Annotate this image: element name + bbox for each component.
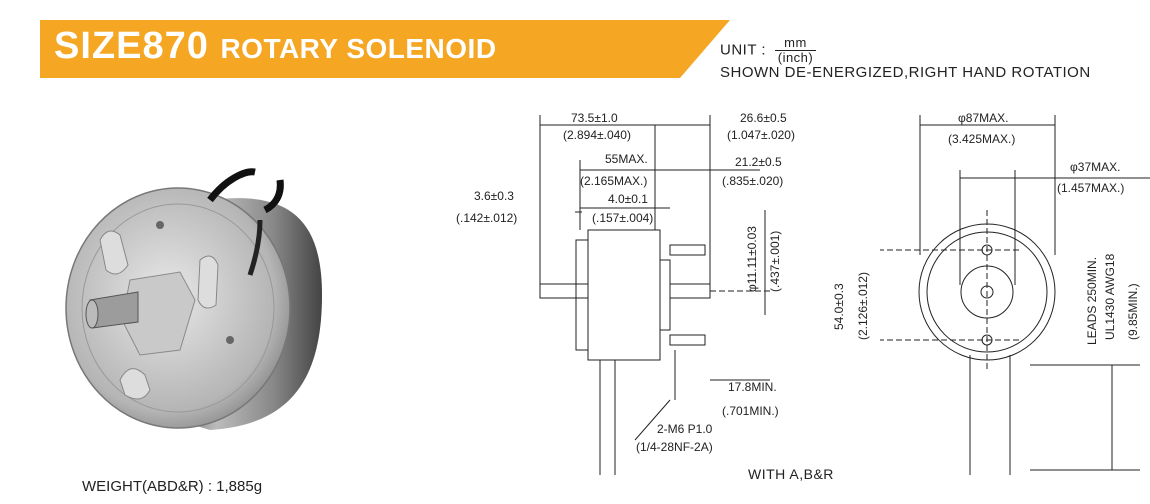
dim-overall-length: 73.5±1.0 bbox=[571, 111, 618, 125]
dim-rear: 26.6±0.5 bbox=[740, 111, 787, 125]
title-banner bbox=[40, 20, 730, 78]
dim-flange: 3.6±0.3 bbox=[474, 189, 514, 203]
model-name: SIZE870 bbox=[54, 25, 209, 67]
dim-shaft-diameter: φ11.11±0.03 bbox=[745, 226, 759, 292]
solenoid-photo bbox=[60, 160, 360, 440]
page-title: SIZE870 ROTARY SOLENOID bbox=[54, 25, 497, 68]
dim-overall-length-inch: (2.894±.040) bbox=[563, 128, 631, 142]
dim-shaft-rear: 21.2±0.5 bbox=[735, 155, 782, 169]
dim-flange-inch: (.142±.012) bbox=[456, 211, 518, 225]
unit-note: UNIT : mm (inch) bbox=[720, 36, 817, 65]
dim-body-width-inch: (2.165MAX.) bbox=[580, 174, 648, 188]
unit-mm: mm bbox=[774, 36, 817, 51]
unit-fraction: mm (inch) bbox=[774, 36, 817, 65]
leads-length-inch: (9.85MIN.) bbox=[1126, 283, 1140, 340]
dim-boss-diameter-inch: (1.457MAX.) bbox=[1057, 181, 1125, 195]
drawing-caption: WITH A,B&R bbox=[748, 466, 834, 482]
thread-spec-inch: (1/4-28NF-2A) bbox=[636, 440, 713, 454]
unit-label: UNIT : bbox=[720, 41, 767, 59]
dim-stud-length-inch: (.701MIN.) bbox=[722, 404, 779, 418]
unit-inch: (inch) bbox=[777, 50, 814, 65]
side-view-drawing bbox=[470, 100, 810, 480]
thread-spec: 2-M6 P1.0 bbox=[657, 422, 713, 436]
dim-outer-diameter: φ87MAX. bbox=[958, 111, 1009, 125]
dim-outer-diameter-inch: (3.425MAX.) bbox=[948, 132, 1016, 146]
dim-stud-pitch-inch: (2.126±.012) bbox=[856, 272, 870, 340]
dim-boss-diameter: φ37MAX. bbox=[1070, 160, 1121, 174]
dim-body-width: 55MAX. bbox=[605, 152, 648, 166]
weight-label: WEIGHT(ABD&R) : 1,885g bbox=[82, 478, 263, 495]
dim-rear-inch: (1.047±.020) bbox=[727, 128, 795, 142]
dim-stud-pitch: 54.0±0.3 bbox=[832, 283, 846, 330]
leads-length: LEADS 250MIN. bbox=[1085, 256, 1099, 345]
dim-stud-length: 17.8MIN. bbox=[728, 380, 777, 394]
leads-spec: UL1430 AWG18 bbox=[1103, 253, 1117, 340]
product-name: ROTARY SOLENOID bbox=[220, 33, 497, 64]
dim-shaft-rear-inch: (.835±.020) bbox=[722, 174, 784, 188]
dim-shaft-diameter-inch: (.437±.001) bbox=[768, 230, 782, 292]
front-view-drawing bbox=[860, 110, 1150, 480]
dim-gap-inch: (.157±.004) bbox=[592, 211, 654, 225]
shown-note: SHOWN DE-ENERGIZED,RIGHT HAND ROTATION bbox=[720, 64, 1091, 81]
dim-gap: 4.0±0.1 bbox=[608, 192, 648, 206]
